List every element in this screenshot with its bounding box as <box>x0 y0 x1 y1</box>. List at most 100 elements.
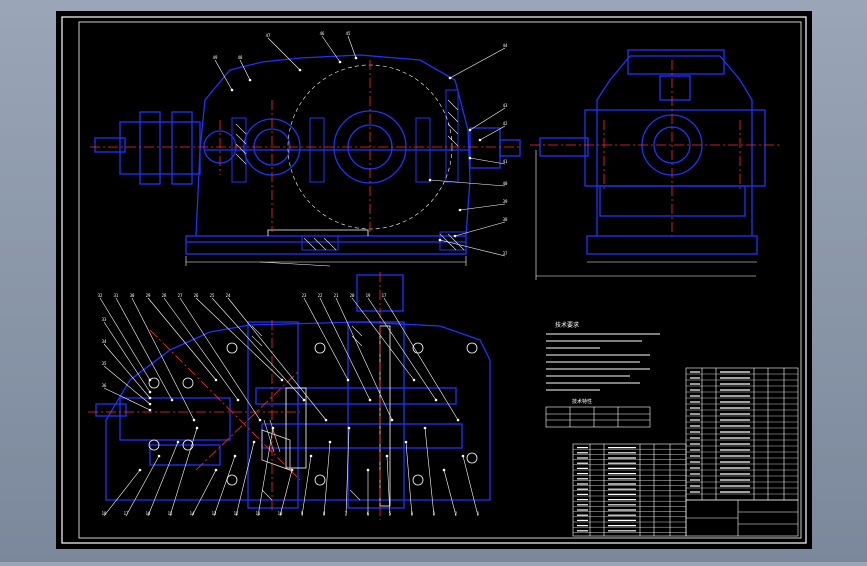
balloon-number: 20 <box>350 293 355 298</box>
balloon-number: 8 <box>323 511 326 516</box>
balloon-number: 26 <box>194 293 199 298</box>
inner-border <box>78 21 802 539</box>
part-balloon: 35 <box>102 361 152 406</box>
balloon-number: 29 <box>146 293 151 298</box>
balloon-number: 38 <box>503 217 508 222</box>
part-balloon: 9 <box>301 454 313 517</box>
part-balloon: 24 <box>226 293 328 422</box>
balloon-number: 24 <box>226 293 231 298</box>
side-view-centerlines <box>530 60 780 236</box>
part-balloon: 30 <box>130 293 196 422</box>
part-balloon: 38 <box>453 217 508 238</box>
part-balloon: 12 <box>234 440 256 517</box>
balloon-number: 23 <box>302 293 307 298</box>
balloon-number: 17 <box>124 511 129 516</box>
parts-list-lower <box>572 443 687 537</box>
front-view-dimensions <box>185 256 467 267</box>
balloon-number: 16 <box>146 511 151 516</box>
part-balloon: 5 <box>385 454 392 517</box>
part-balloon: 15 <box>168 426 199 517</box>
part-balloon: 48 <box>238 55 252 82</box>
part-balloon: 28 <box>162 293 240 402</box>
part-balloon: 14 <box>190 468 218 517</box>
part-balloon: 29 <box>146 293 218 382</box>
part-balloon: 44 <box>448 43 508 80</box>
balloon-number: 36 <box>102 383 107 388</box>
balloon-number: 13 <box>212 511 217 516</box>
balloon-number: 32 <box>98 293 103 298</box>
part-balloon: 19 <box>366 293 438 402</box>
technical-notes-title: 技术要求 <box>555 321 579 329</box>
balloon-number: 41 <box>503 159 508 164</box>
balloon-number: 30 <box>130 293 135 298</box>
balloon-number: 39 <box>503 199 508 204</box>
part-balloon: 20 <box>350 293 416 382</box>
balloon-number: 15 <box>168 511 173 516</box>
part-balloon: 37 <box>438 238 508 257</box>
balloon-number: 49 <box>213 55 218 60</box>
balloon-number: 42 <box>503 121 508 126</box>
balloon-number: 28 <box>162 293 167 298</box>
part-balloon: 11 <box>256 426 275 517</box>
part-balloon: 2 <box>442 468 458 517</box>
balloon-number: 46 <box>320 31 325 36</box>
balloon-number: 10 <box>278 511 283 516</box>
part-balloon: 7 <box>345 426 351 517</box>
part-balloon: 6 <box>366 468 370 516</box>
part-balloon: 3 <box>423 426 436 517</box>
balloon-number: 45 <box>346 31 351 36</box>
title-block <box>685 499 799 537</box>
part-balloon: 8 <box>323 440 332 517</box>
part-balloon: 22 <box>318 293 372 402</box>
balloon-number: 47 <box>266 33 271 38</box>
balloon-number: 44 <box>503 43 508 48</box>
spec-table: 技术特性 <box>545 398 651 428</box>
balloon-number: 21 <box>334 293 339 298</box>
plan-view <box>95 274 491 509</box>
part-balloon: 10 <box>278 468 294 517</box>
part-balloon: 42 <box>478 121 508 142</box>
part-balloon: 13 <box>212 454 237 517</box>
part-balloon: 40 <box>428 178 508 187</box>
balloon-number: 6 <box>367 511 370 516</box>
balloon-number: 7 <box>345 511 348 516</box>
balloon-number: 37 <box>503 251 508 256</box>
balloon-number: 48 <box>238 55 243 60</box>
part-balloon: 49 <box>213 55 234 92</box>
balloon-number: 1 <box>477 511 480 516</box>
balloon-number: 5 <box>389 511 392 516</box>
parts-list-upper <box>685 367 799 501</box>
part-balloon: 32 <box>98 293 152 382</box>
balloon-number: 9 <box>301 511 304 516</box>
part-balloon: 26 <box>194 293 284 382</box>
balloon-number: 3 <box>433 511 436 516</box>
balloon-number: 14 <box>190 511 195 516</box>
part-balloon: 45 <box>346 31 358 60</box>
part-balloon: 17 <box>124 454 161 517</box>
balloon-number: 33 <box>102 317 107 322</box>
part-balloon: 18 <box>102 468 142 517</box>
front-view-centerlines <box>90 60 520 232</box>
part-balloon: 47 <box>266 33 302 72</box>
part-balloon: 41 <box>468 156 508 165</box>
part-balloon: 4 <box>404 440 414 517</box>
plan-view-centerlines <box>88 272 381 520</box>
part-balloon: 27 <box>178 293 262 422</box>
balloon-number: 22 <box>318 293 323 298</box>
balloon-number: 18 <box>102 511 107 516</box>
part-balloon: 1 <box>461 454 480 517</box>
balloon-number: 43 <box>503 103 508 108</box>
side-view-dimensions <box>535 150 757 280</box>
part-balloon: 36 <box>102 383 152 412</box>
part-balloon: 46 <box>320 31 342 64</box>
balloon-number: 25 <box>210 293 215 298</box>
technical-notes: 技术要求 <box>555 321 579 329</box>
balloon-number: 27 <box>178 293 183 298</box>
balloon-number: 11 <box>256 511 261 516</box>
plan-view-bolts <box>148 342 478 486</box>
part-balloon: 16 <box>146 440 180 517</box>
balloon-number: 19 <box>366 293 371 298</box>
